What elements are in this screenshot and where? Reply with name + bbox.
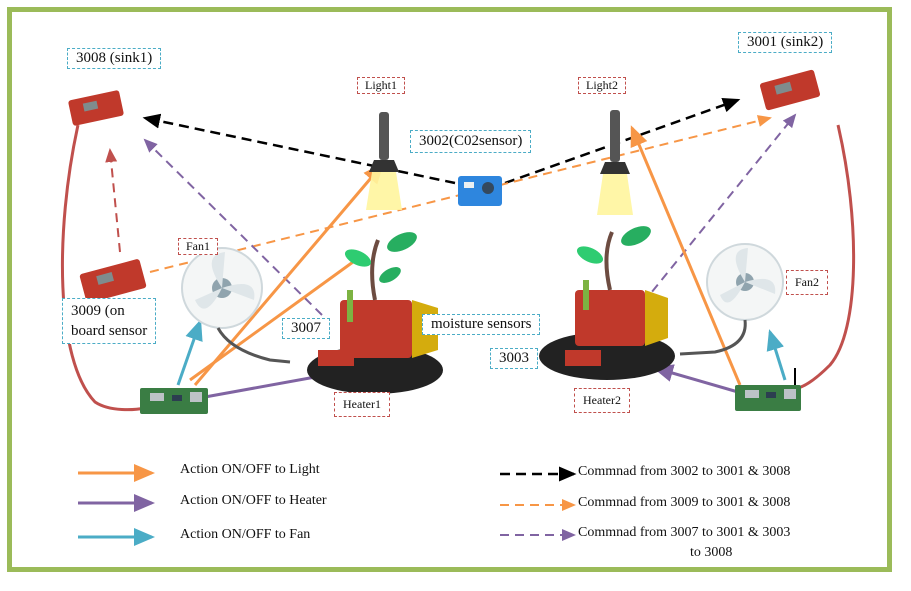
plant1-icon bbox=[307, 232, 443, 394]
co2-sensor-label: 3002(C02sensor) bbox=[410, 130, 532, 153]
heater1-label: Heater1 bbox=[334, 392, 390, 417]
light1-label: Light1 bbox=[357, 77, 405, 94]
board-icon-right-controller bbox=[735, 385, 801, 411]
legend-cmd-3007-text-2: to 3008 bbox=[690, 545, 733, 560]
fan1-action bbox=[176, 319, 203, 386]
fan2-action bbox=[766, 329, 787, 381]
heater2-label: Heater2 bbox=[574, 388, 630, 413]
light2-action bbox=[630, 125, 742, 386]
heater2-action bbox=[652, 364, 739, 394]
fan2-label: Fan2 bbox=[786, 270, 828, 295]
legend-cmd-3009-text: Commnad from 3009 to 3001 & 3008 bbox=[578, 495, 791, 510]
cmd-3009-to-3008 bbox=[105, 148, 121, 253]
cmd-3002-to-3001 bbox=[504, 97, 741, 185]
plant2-icon bbox=[539, 226, 675, 380]
light1-action bbox=[193, 162, 384, 386]
onboard-sensor-label-line2: board sensor bbox=[71, 323, 148, 339]
moisture-sensors-label: moisture sensors bbox=[422, 314, 541, 335]
sink2-label: 3001 (sink2) bbox=[738, 32, 833, 53]
board-icon-left-controller bbox=[140, 388, 208, 414]
board-icon-sink1 bbox=[68, 90, 124, 126]
co2-sensor-icon bbox=[458, 176, 502, 206]
lamp1-icon bbox=[366, 112, 402, 210]
fan1-label: Fan1 bbox=[178, 238, 218, 255]
onboard-sensor-label: 3009 (on board sensor bbox=[62, 298, 157, 344]
board-icon-sink2 bbox=[760, 69, 820, 111]
legend-light-text: Action ON/OFF to Light bbox=[180, 462, 320, 477]
light2-label: Light2 bbox=[578, 77, 626, 94]
light1-action-2 bbox=[189, 260, 354, 382]
legend-fan-text: Action ON/OFF to Fan bbox=[180, 527, 311, 542]
sink1-label: 3008 (sink1) bbox=[67, 48, 162, 69]
onboard-sensor-label-line1: 3009 (on bbox=[71, 303, 125, 319]
lamp2-icon bbox=[597, 110, 633, 215]
board-link-left bbox=[60, 124, 146, 412]
outer-frame bbox=[7, 7, 892, 572]
cmd-3002-to-3008 bbox=[142, 113, 456, 185]
moisture-node-3003-label: 3003 bbox=[490, 348, 538, 369]
legend-heater-text: Action ON/OFF to Heater bbox=[180, 493, 327, 508]
legend-cmd-3002-text: Commnad from 3002 to 3001 & 3008 bbox=[578, 464, 791, 479]
legend-cmd-3007-text-1: Commnad from 3007 to 3001 & 3003 bbox=[578, 525, 791, 540]
moisture-node-3007-label: 3007 bbox=[282, 318, 330, 339]
board-icon-onboard bbox=[79, 259, 147, 303]
fan2-icon bbox=[679, 243, 784, 356]
fan1-icon bbox=[181, 247, 291, 364]
cmd-3007-to-3008 bbox=[143, 138, 323, 316]
board-link-right bbox=[797, 124, 856, 390]
